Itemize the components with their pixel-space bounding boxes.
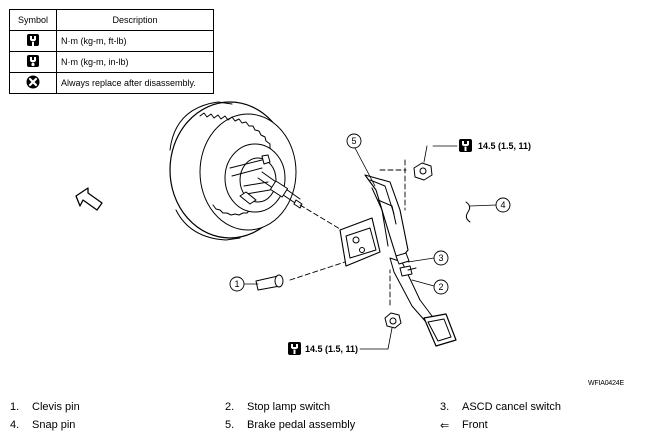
callout-4-label: 4 <box>500 200 505 210</box>
symbol-legend-table: Symbol Description N·m (kg-m, ft-lb) N·m… <box>9 9 214 94</box>
callout-5-label: 5 <box>351 136 356 146</box>
key-item: 3. ASCD cancel switch <box>440 401 561 413</box>
callout-2-label: 2 <box>438 282 443 292</box>
front-arrow-symbol: ⇐ <box>440 420 450 432</box>
brake-pedal-assembly <box>339 174 457 347</box>
nut-bottom <box>384 312 402 329</box>
callout-4: 4 <box>495 197 511 213</box>
key-number: 5. <box>225 419 235 431</box>
figure-id: WFIA0424E <box>588 380 624 387</box>
key-label: Front <box>462 419 488 431</box>
brake-booster <box>169 101 303 241</box>
callout-2: 2 <box>433 279 449 295</box>
key-item: 4. Snap pin <box>10 419 75 431</box>
callout-3-label: 3 <box>438 253 443 263</box>
torque-label-bottom: 14.5 (1.5, 11) <box>288 342 358 355</box>
callout-3: 3 <box>433 250 449 266</box>
torque-label-top: 14.5 (1.5, 11) <box>459 139 531 152</box>
legend-description: Always replace after disassembly. <box>56 72 214 94</box>
torque-value-bottom: 14.5 (1.5, 11) <box>305 344 358 354</box>
torque-wrench-icon <box>288 342 301 355</box>
key-number: 3. <box>440 401 450 413</box>
torque-wrench-icon <box>27 34 39 46</box>
torque-value-top: 14.5 (1.5, 11) <box>478 141 531 151</box>
key-label: ASCD cancel switch <box>462 401 562 413</box>
key-label: Snap pin <box>32 419 76 431</box>
callout-1-label: 1 <box>234 279 239 289</box>
nut-top <box>413 162 433 181</box>
key-number: 4. <box>10 419 20 431</box>
key-number: 2. <box>225 401 235 413</box>
key-item: 2. Stop lamp switch <box>225 401 330 413</box>
key-number: 1. <box>10 401 20 413</box>
torque-wrench-small-icon <box>27 55 39 67</box>
torque-wrench-icon <box>459 139 472 152</box>
legend-header-row: Symbol Description <box>9 9 214 31</box>
key-label: Brake pedal assembly <box>247 419 356 431</box>
clevis-pin <box>255 274 284 291</box>
key-label: Clevis pin <box>32 401 80 413</box>
front-arrow-icon <box>75 187 103 211</box>
legend-row: Always replace after disassembly. <box>9 72 214 94</box>
installation-lines <box>289 159 407 306</box>
snap-pin <box>465 201 471 223</box>
key-item: 5. Brake pedal assembly <box>225 419 355 431</box>
key-item: 1. Clevis pin <box>10 401 80 413</box>
callout-1: 1 <box>229 276 245 292</box>
key-label: Stop lamp switch <box>247 401 331 413</box>
always-replace-icon <box>26 75 40 89</box>
parts-key: 1. Clevis pin 2. Stop lamp switch 3. ASC… <box>0 399 650 439</box>
brake-pedal-exploded-diagram: 1 2 3 4 5 14.5 (1.5, 11) <box>75 101 531 355</box>
key-item: ⇐ Front <box>440 419 488 432</box>
callout-5: 5 <box>346 133 362 149</box>
